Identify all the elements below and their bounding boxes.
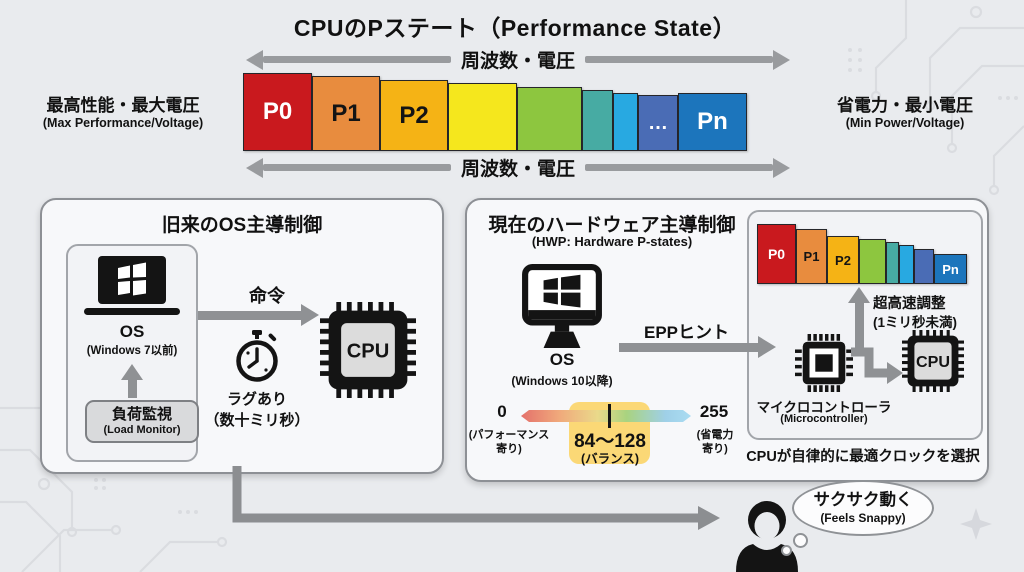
- pstate-block-pn: Pn: [934, 254, 967, 284]
- epp-min-note: (パフォーマンス 寄り): [468, 429, 550, 456]
- hwp-os-label: OS: [549, 350, 575, 369]
- mcu-to-cpu-arrow: [851, 347, 903, 384]
- mcu-title: マイクロコントローラ: [756, 400, 892, 415]
- arrow-left-head: [246, 49, 263, 70]
- bubble-subtitle: (Feels Snappy): [820, 510, 906, 525]
- cpu-small-label: CPU: [916, 353, 950, 371]
- pstate-block-p2: P2: [827, 236, 859, 284]
- cpu-chip-icon: CPU: [320, 302, 416, 398]
- lag-label-line2: （数十ミリ秒）: [204, 412, 310, 429]
- legacy-os-group: OS (Windows 7以前) 負荷監視 (Load Monitor): [66, 244, 199, 462]
- pstate-block-p0: P0: [757, 224, 796, 284]
- feels-snappy-bubble: サクサク動く (Feels Snappy): [792, 480, 934, 536]
- min-power-note: 省電力・最小電圧 (Min Power/Voltage): [837, 96, 973, 131]
- cpu-chip-label: CPU: [347, 341, 390, 363]
- hwp-panel-subtitle: (HWP: Hardware P-states): [531, 234, 693, 249]
- hwp-panel: 現在のハードウェア主導制御 (HWP: Hardware P-states) O…: [465, 198, 989, 482]
- epp-balance-value: 84～128: [574, 431, 646, 452]
- monitor-windows-icon: [522, 264, 602, 348]
- bubble-dot-small: [781, 545, 792, 556]
- arrow-right-head: [773, 49, 791, 70]
- arrow-right-head: [773, 157, 791, 178]
- legacy-os-panel: 旧来のOS主導制御 OS (Windows 7以前) 負荷監視 (Load: [40, 198, 444, 474]
- load-monitor-subtitle: (Load Monitor): [103, 424, 181, 436]
- legacy-os-subtitle: (Windows 7以前): [86, 345, 178, 357]
- cpu-chip-small-icon: CPU: [902, 330, 964, 392]
- result-flow-arrow: [232, 466, 720, 530]
- page-title: CPUのPステート（Performance State）: [293, 15, 737, 41]
- freq-voltage-arrow-top: 周波数・電圧: [246, 46, 791, 73]
- command-arrow: [198, 304, 319, 326]
- freq-voltage-label-top: 周波数・電圧: [461, 51, 576, 72]
- pstate-block: [859, 239, 886, 284]
- stopwatch-icon: [236, 330, 278, 382]
- arrow-left-head: [246, 157, 263, 178]
- epp-hint-label: EPPヒント: [643, 323, 730, 342]
- lag-label-line1: ラグあり: [226, 391, 287, 408]
- pstate-block: [613, 93, 638, 151]
- load-monitor-up-arrow: [121, 364, 143, 398]
- fast-adjust-line1: 超高速調整: [873, 296, 946, 312]
- freq-voltage-label-bottom: 周波数・電圧: [461, 159, 576, 180]
- max-performance-note: 最高性能・最大電圧 (Max Performance/Voltage): [42, 96, 204, 131]
- pstate-block: [582, 90, 613, 151]
- bubble-title: サクサク動く: [813, 490, 913, 509]
- epp-max-note: (省電力 寄り): [696, 429, 734, 456]
- freq-voltage-arrow-bottom: 周波数・電圧: [246, 154, 791, 181]
- hwp-bottom-note: CPUが自律的に最適クロックを選択: [746, 449, 980, 465]
- pstate-block: [914, 249, 934, 284]
- load-monitor-title: 負荷監視: [111, 406, 172, 423]
- pstate-block-p1: P1: [312, 76, 380, 151]
- epp-balance-note: (バランス): [580, 452, 640, 466]
- hwp-os-subtitle: (Windows 10以降): [511, 374, 613, 388]
- epp-hint-arrow: [619, 336, 776, 358]
- command-label: 命令: [249, 286, 285, 306]
- sparkle-icon: [960, 508, 992, 540]
- pstate-block-p1: P1: [796, 229, 827, 284]
- pstate-block-pn: Pn: [678, 93, 747, 151]
- pstate-block: [899, 245, 914, 284]
- microcontroller-icon: [795, 334, 853, 392]
- fast-adjust-up-arrow: [848, 287, 870, 349]
- pstate-block-dots: …: [638, 95, 678, 151]
- legacy-os-label: OS: [119, 322, 145, 341]
- epp-gradient-bar: [521, 410, 691, 422]
- mcu-subtitle: (Microcontroller): [780, 413, 868, 425]
- pstate-block: [517, 87, 582, 151]
- pstate-block: [886, 242, 899, 284]
- fast-adjust-line2: (1ミリ秒未満): [873, 315, 957, 330]
- epp-max-value: 255: [699, 402, 729, 421]
- epp-min-value: 0: [497, 402, 507, 421]
- laptop-windows-icon: [84, 256, 180, 315]
- pstate-block-p2: P2: [380, 80, 448, 151]
- legacy-panel-title: 旧来のOS主導制御: [161, 215, 323, 236]
- pstate-block-p0: P0: [243, 73, 312, 151]
- load-monitor-box: 負荷監視 (Load Monitor): [85, 400, 199, 444]
- epp-tick: [608, 404, 611, 428]
- pstate-block: [448, 83, 517, 151]
- bubble-dot-large: [793, 533, 808, 548]
- hwp-panel-title: 現在のハードウェア主導制御: [488, 215, 736, 236]
